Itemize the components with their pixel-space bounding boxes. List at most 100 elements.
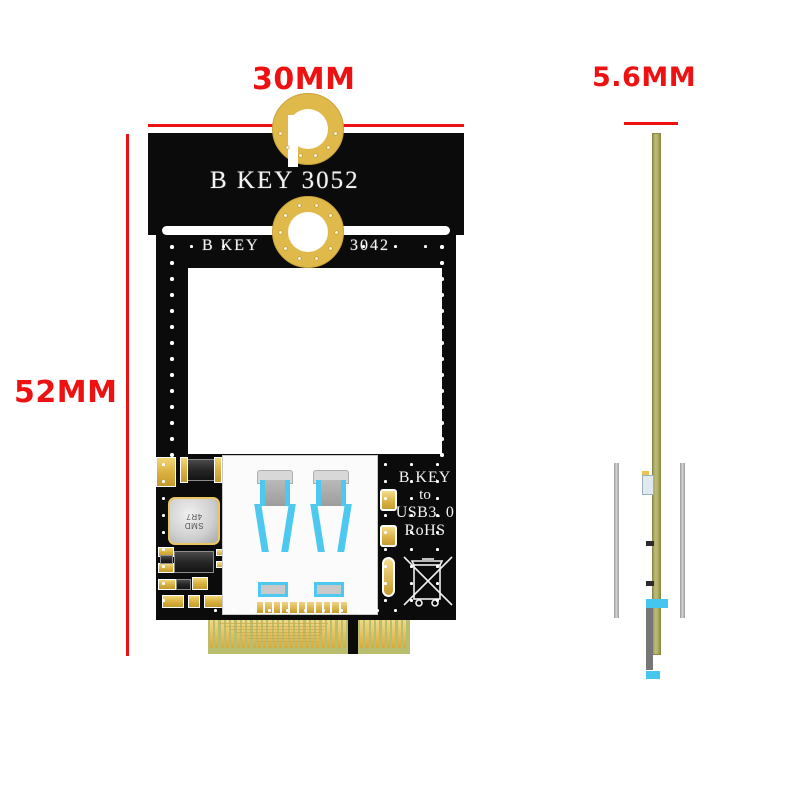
usb-port-lower	[307, 470, 355, 597]
usb-solder-pin	[307, 602, 314, 613]
edge-contact-pad	[380, 489, 397, 511]
gold-finger	[397, 620, 401, 648]
usb-solder-pin	[298, 602, 306, 613]
via-right	[440, 245, 444, 249]
pcb-front-view: B KEY 3052 B KEY 3042 B KEY to USB3. 0 R…	[148, 93, 464, 658]
mounting-pad-via	[315, 257, 319, 261]
via-right	[440, 325, 444, 329]
pcb-side-edge-view	[600, 133, 710, 679]
via-left	[170, 389, 174, 393]
via-decorative	[436, 599, 439, 602]
mounting-pad-via	[283, 246, 287, 250]
side-usb-blue-insert	[646, 599, 668, 608]
smd-pad	[214, 457, 222, 483]
m2-edge-connector	[208, 620, 410, 654]
smd-pad	[188, 595, 200, 608]
via-decorative	[410, 548, 413, 551]
via-bottom	[286, 609, 289, 612]
inductor-marking-line1: SMD	[184, 521, 204, 531]
via-decorative	[162, 582, 165, 585]
gold-finger	[305, 620, 309, 648]
pcb-edge-profile	[652, 133, 661, 655]
gold-finger	[310, 620, 315, 648]
gold-finger	[225, 620, 230, 648]
gold-finger	[381, 620, 385, 648]
usb-solder-pin	[282, 602, 289, 613]
gold-finger-group-key	[358, 620, 410, 654]
usb-solder-pins	[257, 602, 347, 613]
via-left	[170, 261, 174, 265]
gold-finger	[210, 620, 214, 648]
gold-finger	[257, 620, 261, 648]
smd-capacitor	[176, 579, 191, 590]
gold-finger	[370, 620, 374, 648]
via-decorative	[162, 531, 165, 534]
usb-solder-pin	[332, 602, 339, 613]
marking-line-bkey: B KEY	[398, 469, 452, 486]
usb-port-upper	[251, 470, 299, 597]
via-left	[170, 405, 174, 409]
via-decorative	[436, 565, 439, 568]
gold-finger	[231, 620, 235, 648]
via-decorative	[436, 480, 439, 483]
side-component-cap	[642, 471, 649, 477]
gold-finger	[247, 620, 251, 648]
via-decorative	[410, 582, 413, 585]
via-left	[170, 309, 174, 313]
height-dimension-line	[126, 134, 129, 656]
copper-trace	[242, 635, 320, 637]
via-bottom	[232, 609, 235, 612]
via-right	[440, 357, 444, 361]
via-bottom	[322, 609, 325, 612]
edge-contact-pad	[380, 525, 397, 547]
via-decorative	[384, 480, 387, 483]
inductor-marking: SMD 4R7	[170, 499, 218, 543]
usb-solder-pin	[273, 602, 281, 613]
via-decorative	[162, 599, 165, 602]
via-decorative	[384, 599, 387, 602]
gold-finger	[342, 620, 346, 648]
gold-finger	[386, 620, 391, 648]
via-decorative	[410, 480, 413, 483]
smd-pad	[180, 457, 188, 483]
usb-solder-pin	[323, 602, 331, 613]
via-silkscreen-dot	[222, 245, 225, 248]
smd-pad	[158, 579, 176, 590]
via-decorative	[410, 463, 413, 466]
via-left	[170, 293, 174, 297]
smd-power-inductor: SMD 4R7	[168, 497, 220, 545]
via-silkscreen-dot	[190, 245, 193, 248]
marking-line-rohs: RoHS	[404, 521, 446, 539]
via-silkscreen-dot	[394, 245, 397, 248]
crossed-out-wheeled-bin-icon	[403, 556, 453, 607]
via-left	[170, 325, 174, 329]
inductor-marking-line2: 4R7	[185, 512, 203, 521]
via-left	[170, 277, 174, 281]
silkscreen-header-text: B KEY 3052	[210, 167, 360, 194]
via-decorative	[410, 497, 413, 500]
mounting-pad-via	[314, 154, 318, 158]
gold-finger	[263, 620, 267, 648]
gold-finger	[215, 620, 219, 648]
mounting-pad-via	[298, 154, 302, 158]
gold-finger	[376, 620, 380, 648]
smd-pad	[156, 457, 176, 487]
via-decorative	[410, 531, 413, 534]
via-decorative	[162, 497, 165, 500]
via-left	[170, 341, 174, 345]
usb-contact-leg	[337, 504, 352, 552]
via-left	[170, 373, 174, 377]
board-cutout-window	[188, 268, 442, 454]
gold-finger	[284, 620, 288, 648]
silkscreen-3042-text: 3042	[350, 237, 390, 254]
via-decorative	[436, 582, 439, 585]
via-bottom	[214, 609, 217, 612]
gold-finger	[403, 620, 407, 648]
smd-pad	[158, 563, 174, 573]
via-right	[440, 421, 444, 425]
via-decorative	[436, 497, 439, 500]
mounting-pad-via	[285, 146, 289, 150]
mounting-pad-via	[334, 230, 338, 234]
mounting-hole-middle	[288, 212, 328, 252]
via-right	[440, 261, 444, 265]
